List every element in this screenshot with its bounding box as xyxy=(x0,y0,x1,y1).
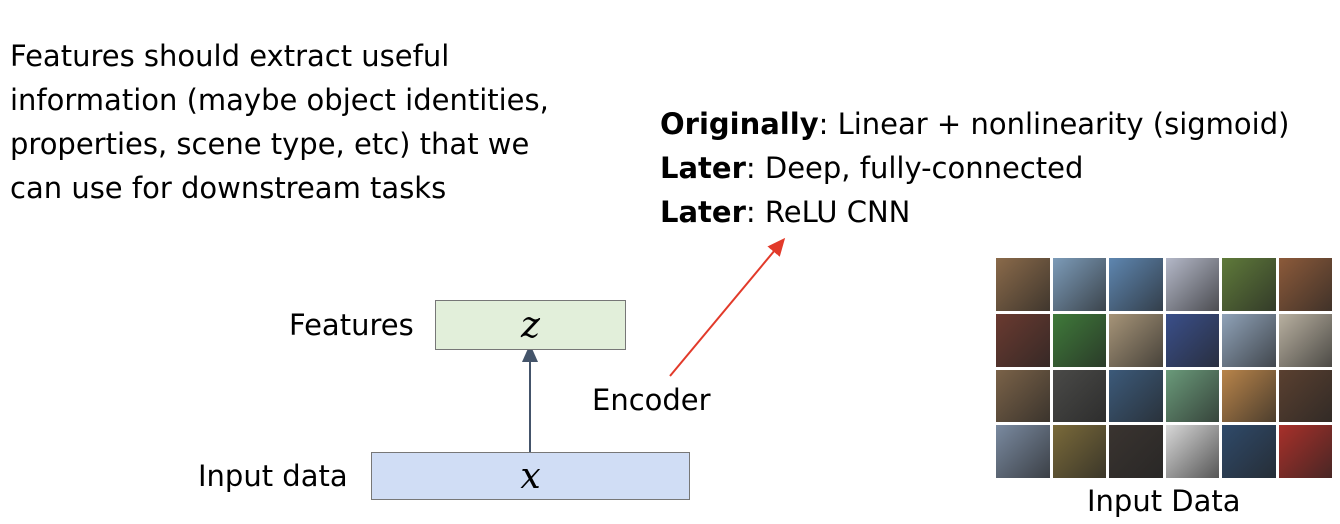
encoder-note-1-text: : Linear + nonlinearity (sigmoid) xyxy=(818,107,1290,141)
encoder-note-2: Later: Deep, fully-connected xyxy=(660,146,1289,190)
image-tile-frog xyxy=(1222,258,1276,311)
encoder-notes: Originally: Linear + nonlinearity (sigmo… xyxy=(660,102,1289,234)
image-tile-automobile xyxy=(996,313,1050,367)
image-tile-frog xyxy=(1278,258,1332,311)
image-tile-automobile xyxy=(1165,313,1219,367)
features-box: z xyxy=(435,300,626,350)
encoder-note-1: Originally: Linear + nonlinearity (sigmo… xyxy=(660,102,1289,146)
image-tile-ship xyxy=(1109,258,1163,311)
input-box: x xyxy=(371,452,690,500)
image-tile-airplane xyxy=(1165,258,1219,311)
encoder-note-1-bold: Originally xyxy=(660,107,819,141)
image-tile-truck xyxy=(1109,369,1163,423)
image-tile-truck xyxy=(1278,313,1332,367)
encoder-note-2-text: : Deep, fully-connected xyxy=(745,151,1084,185)
image-tile-frog xyxy=(1052,313,1106,367)
image-tile-cat xyxy=(996,258,1050,311)
image-tile-dog xyxy=(1222,369,1276,423)
input-data-caption: Input Data xyxy=(1087,484,1241,518)
encoder-arrow xyxy=(669,237,786,377)
description-line-2: information (maybe object identities, xyxy=(10,83,549,117)
image-tile-airplane xyxy=(1165,425,1219,478)
description-line-3: properties, scene type, etc) that we xyxy=(10,127,530,161)
image-tile-dog xyxy=(996,369,1050,423)
features-label: Features xyxy=(289,308,414,342)
feature-description: Features should extract useful informati… xyxy=(10,34,549,210)
input-symbol: x xyxy=(520,455,541,497)
encoder-note-3: Later: ReLU CNN xyxy=(660,190,1289,234)
image-tile-airplane xyxy=(1222,313,1276,367)
image-tile-cat xyxy=(1109,313,1163,367)
image-tile-horse xyxy=(1109,425,1163,478)
encoder-label: Encoder xyxy=(592,383,711,417)
encoder-note-2-bold: Later xyxy=(660,151,746,185)
image-tile-deer xyxy=(1222,425,1276,478)
features-symbol: z xyxy=(521,304,540,346)
image-tile-truck xyxy=(1278,425,1332,478)
encoder-note-3-bold: Later xyxy=(660,195,746,229)
description-line-4: can use for downstream tasks xyxy=(10,171,447,205)
input-data-label: Input data xyxy=(198,459,348,493)
image-tile-ship xyxy=(996,425,1050,478)
image-tile-ship xyxy=(1052,258,1106,311)
image-tile-ship xyxy=(1165,369,1219,423)
image-tile-horse xyxy=(1052,369,1106,423)
description-line-1: Features should extract useful xyxy=(10,39,450,73)
image-tile-horse xyxy=(1278,369,1332,423)
image-tile-frog xyxy=(1052,425,1106,478)
encoder-note-3-text: : ReLU CNN xyxy=(745,195,911,229)
input-image-grid xyxy=(996,258,1332,478)
